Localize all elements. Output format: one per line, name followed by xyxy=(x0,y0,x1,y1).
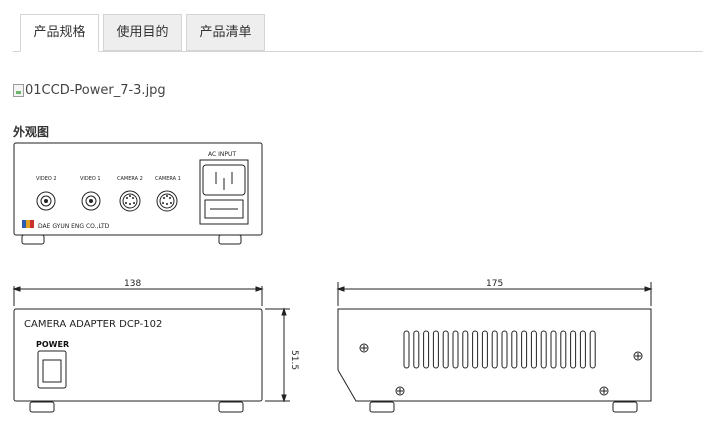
section-title: 外观图 xyxy=(13,125,50,139)
vent-slot xyxy=(442,330,449,369)
vent-slot xyxy=(423,330,430,369)
vent-slot xyxy=(521,330,528,369)
label-maker: DAE GYUN ENG CO.,LTD xyxy=(38,223,110,230)
dim-height: 51.5 xyxy=(289,350,299,370)
label-video1: VIDEO 1 xyxy=(80,176,101,182)
label-video2: VIDEO 2 xyxy=(36,176,57,182)
vent-slot xyxy=(570,330,577,369)
tab-product-spec[interactable]: 产品规格 xyxy=(20,14,99,52)
vent-slot xyxy=(491,330,498,369)
vent-slot xyxy=(560,330,567,369)
broken-image-alt: 01CCD-Power_7-3.jpg xyxy=(25,83,166,98)
broken-image: 01CCD-Power_7-3.jpg xyxy=(13,83,166,98)
vent-slot xyxy=(540,330,547,369)
tab-usage-purpose[interactable]: 使用目的 xyxy=(103,14,182,51)
vent-slot xyxy=(413,330,420,369)
vent-slot xyxy=(472,330,479,369)
panel-view xyxy=(12,286,290,413)
tab-product-list[interactable]: 产品清单 xyxy=(186,14,265,51)
vent-slot xyxy=(511,330,518,369)
vent-slot xyxy=(452,330,459,369)
connector-pins xyxy=(125,195,172,205)
vent-slot xyxy=(550,330,557,369)
vent-slot xyxy=(481,330,488,369)
vent-slot xyxy=(432,330,439,369)
label-power: POWER xyxy=(36,340,69,349)
label-camera2: CAMERA 2 xyxy=(117,176,143,182)
ac-input-socket xyxy=(199,159,249,225)
maker-logo-icon xyxy=(22,220,34,228)
tab-bar: 产品规格 使用目的 产品清单 xyxy=(0,0,703,52)
vent-slot xyxy=(530,330,537,369)
vent-slot xyxy=(589,330,596,369)
label-camera1: CAMERA 1 xyxy=(155,176,181,182)
label-ac-input: AC INPUT xyxy=(208,151,236,158)
label-model: CAMERA ADAPTER DCP-102 xyxy=(24,319,162,330)
tab-divider xyxy=(13,51,703,52)
vent-slot xyxy=(501,330,508,369)
vent-slot xyxy=(579,330,586,369)
broken-image-icon xyxy=(13,84,24,97)
front-view xyxy=(13,142,263,245)
dim-depth: 175 xyxy=(486,279,503,289)
side-view xyxy=(336,282,653,413)
side-vents xyxy=(403,330,596,369)
dim-width: 138 xyxy=(124,279,141,289)
vent-slot xyxy=(403,330,410,369)
vent-slot xyxy=(462,330,469,369)
